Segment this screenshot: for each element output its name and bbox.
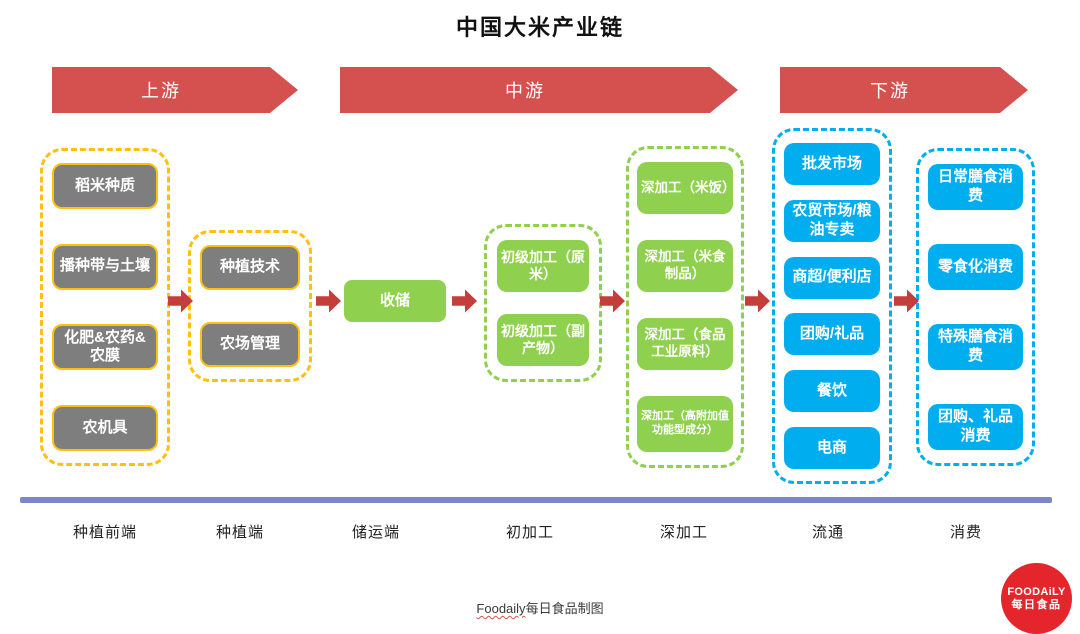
group-deep-processing: 深加工（米饭） 深加工（米食制品） 深加工（食品工业原料） 深加工（高附加值功能… [626, 146, 744, 468]
axis-label-consumption: 消费 [949, 524, 983, 541]
group-consumption: 日常膳食消费 零食化消费 特殊膳食消费 团购、礼品消费 [916, 148, 1035, 466]
stage-banner-downstream: 下游 [780, 67, 1028, 113]
chain-node: 农机具 [52, 404, 158, 451]
stage-banner-midstream: 中游 [340, 67, 738, 113]
stage-banner-upstream: 上游 [52, 67, 298, 113]
chain-node: 零食化消费 [928, 244, 1023, 290]
chain-node: 餐饮 [784, 370, 880, 413]
footer-credit: Foodaily每日食品制图 [476, 598, 603, 617]
page-title: 中国大米产业链 [455, 15, 624, 40]
group-distribution: 批发市场 农贸市场/粮油专卖 商超/便利店 团购/礼品 餐饮 电商 [772, 128, 892, 484]
group-primary-processing: 初级加工（原米） 初级加工（副产物） [484, 224, 602, 382]
logo-text-en: FOODAiLY [1007, 585, 1066, 598]
flow-arrow-icon [316, 289, 341, 313]
chain-node: 特殊膳食消费 [928, 324, 1023, 370]
logo-text-cn: 每日食品 [1011, 598, 1062, 611]
chain-node: 化肥&农药&农膜 [52, 324, 158, 371]
chain-node: 团购/礼品 [784, 313, 880, 356]
group-pre-planting: 稻米种质 播种带与土壤 化肥&农药&农膜 农机具 [40, 148, 170, 466]
axis-label-pre-planting: 种植前端 [72, 524, 138, 541]
axis-label-deep-processing: 深加工 [659, 524, 709, 541]
chain-node: 批发市场 [784, 143, 880, 185]
axis-label-distribution: 流通 [811, 524, 845, 541]
footer-credit-brand: Foodaily [476, 601, 526, 616]
chain-node: 深加工（米饭） [637, 162, 736, 214]
chain-node: 商超/便利店 [784, 256, 880, 299]
axis-label-primary-processing: 初加工 [505, 524, 555, 541]
stage-banner-label: 中游 [505, 81, 545, 101]
chain-node: 农贸市场/粮油专卖 [784, 199, 880, 242]
flow-arrow-icon [452, 289, 477, 313]
chain-node: 深加工（高附加值功能型成分） [637, 396, 733, 452]
chain-node: 电商 [784, 426, 880, 469]
chain-node: 团购、礼品消费 [928, 404, 1023, 450]
flow-arrow-icon [745, 289, 770, 313]
chain-node: 种植技术 [200, 245, 300, 290]
chain-node: 初级加工（原米） [497, 240, 589, 292]
chain-node: 深加工（米食制品） [637, 240, 733, 292]
storage-node: 收储 [344, 280, 446, 322]
chain-node: 播种带与土壤 [52, 243, 158, 290]
axis-label-planting: 种植端 [215, 524, 265, 541]
chain-node: 农场管理 [200, 322, 300, 367]
chain-node: 日常膳食消费 [928, 164, 1023, 210]
chain-node: 稻米种质 [52, 163, 158, 209]
group-planting: 种植技术 农场管理 [188, 230, 312, 382]
foodaily-logo: FOODAiLY 每日食品 [1001, 563, 1072, 634]
flow-arrow-icon [600, 289, 625, 313]
stage-banner-label: 下游 [870, 81, 910, 101]
axis-label-storage: 储运端 [351, 524, 401, 541]
chain-node: 初级加工（副产物） [497, 314, 589, 366]
chain-node: 深加工（食品工业原料） [637, 318, 733, 370]
stage-banner-label: 上游 [141, 81, 181, 101]
footer-credit-text: 每日食品制图 [525, 601, 604, 616]
axis-line [20, 497, 1052, 503]
